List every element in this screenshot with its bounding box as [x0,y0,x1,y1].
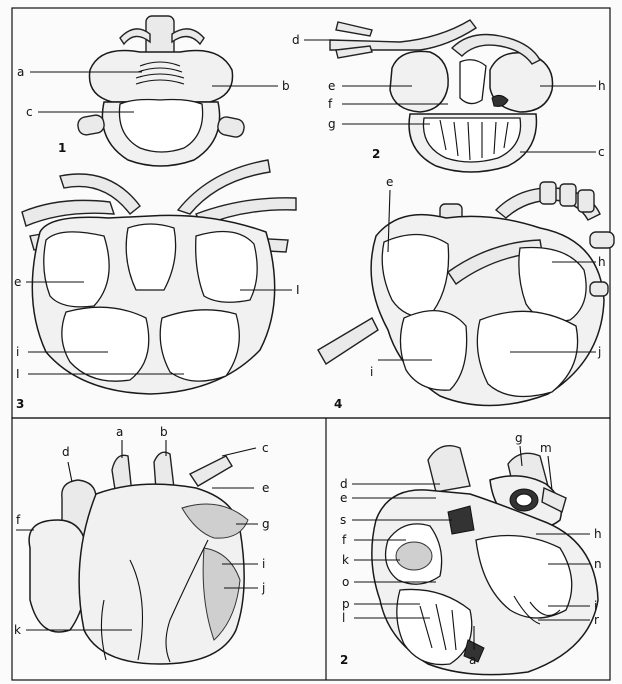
fig2-number: 2 [372,147,380,161]
fig2-label-c: c [598,145,605,159]
fig2-label-d: d [292,33,300,47]
fig4-number: 4 [334,397,342,411]
figure-2-amphibian-heart: d e f g h c 2 [292,20,606,172]
fig3-label-I: I [296,283,300,297]
ext-label-i: i [262,557,265,571]
figure-3-reptile-heart: e I i I 3 [14,160,300,411]
figure-external-heart: d a b c e f g i j k [14,425,270,664]
fig3-ventricle-right-chamber [160,310,239,381]
ext-vessel-c [190,456,232,486]
sec-leader-m [548,456,552,490]
ext-label-a: a [116,425,123,439]
fig2-right-atrium [390,51,448,112]
ext-label-c: c [262,441,269,455]
fig1-label-b: b [282,79,290,93]
fig1-atria [89,50,232,102]
ext-label-g: g [262,517,270,531]
fig3-label-i: i [16,345,19,359]
sec-label-e: e [340,491,347,505]
sec-label-g: g [515,431,523,445]
fig4-label-j: j [597,345,601,359]
ext-leader-c [222,448,256,456]
sec-number: 2 [340,653,348,667]
sec-label-i: i [594,599,597,613]
figure-4-mammal-heart: e h i j 4 [318,175,614,411]
sec-label-o: o [342,575,349,589]
fig4-arch-branch-1 [540,182,556,204]
ext-label-k: k [14,623,21,637]
fig2-label-h: h [598,79,606,93]
fig2-label-e: e [328,79,335,93]
sec-label-f: f [342,533,347,547]
fig2-label-f: f [328,97,333,111]
fig3-septum-region [126,224,175,290]
fig1-label-a: a [17,65,24,79]
sec-label-n: n [594,557,602,571]
fig4-arch-branch-3 [578,190,594,212]
sec-label-r: r [594,613,599,627]
sec-label-p: p [342,597,350,611]
sec-label-s: s [340,513,346,527]
fig2-label-g: g [328,117,336,131]
fig4-arch-branch-2 [560,184,576,206]
fig3-left-atrium [196,232,258,303]
sec-label-k: k [342,553,349,567]
fig1-left-vein [77,114,106,136]
fig4-right-ventricle [400,311,466,391]
sec-label-a: a [469,653,476,667]
fig1-label-c: c [26,105,33,119]
fig2-vein-branch-1 [336,22,372,36]
fig1-right-branch [172,29,204,44]
sec-valve-lumen [516,494,532,506]
ext-leader-d [68,462,72,482]
fig3-right-atrium [44,232,109,307]
ext-label-j: j [261,581,265,595]
fig1-right-vein [216,115,245,138]
figure-1-fish-heart: a b c 1 [17,16,290,166]
sec-label-h: h [594,527,602,541]
fig3-label-e: e [14,275,21,289]
fig3-label-l: I [16,367,20,381]
fig1-number: 1 [58,141,66,155]
fig4-label-i: i [370,365,373,379]
fig4-label-h: h [598,255,606,269]
fig4-label-e: e [386,175,393,189]
sec-label-m: m [540,441,552,455]
fig4-pulmonary-vein [590,282,608,296]
sec-aorta-left [428,446,470,492]
sec-fossa-ovalis [396,542,432,570]
fig2-conus [460,60,486,104]
sec-label-d: d [340,477,348,491]
ext-label-d: d [62,445,70,459]
fig4-vena-cava-bottom [318,318,378,364]
ext-label-b: b [160,425,168,439]
fig4-pulmonary-right [590,232,614,248]
ext-label-f: f [16,513,21,527]
sec-label-l: l [342,611,345,625]
figure-2-sectioned-heart: d e g m s f h k n o p l i r a 2 [340,431,602,675]
ext-label-e: e [262,481,269,495]
fig3-number: 3 [16,397,24,411]
